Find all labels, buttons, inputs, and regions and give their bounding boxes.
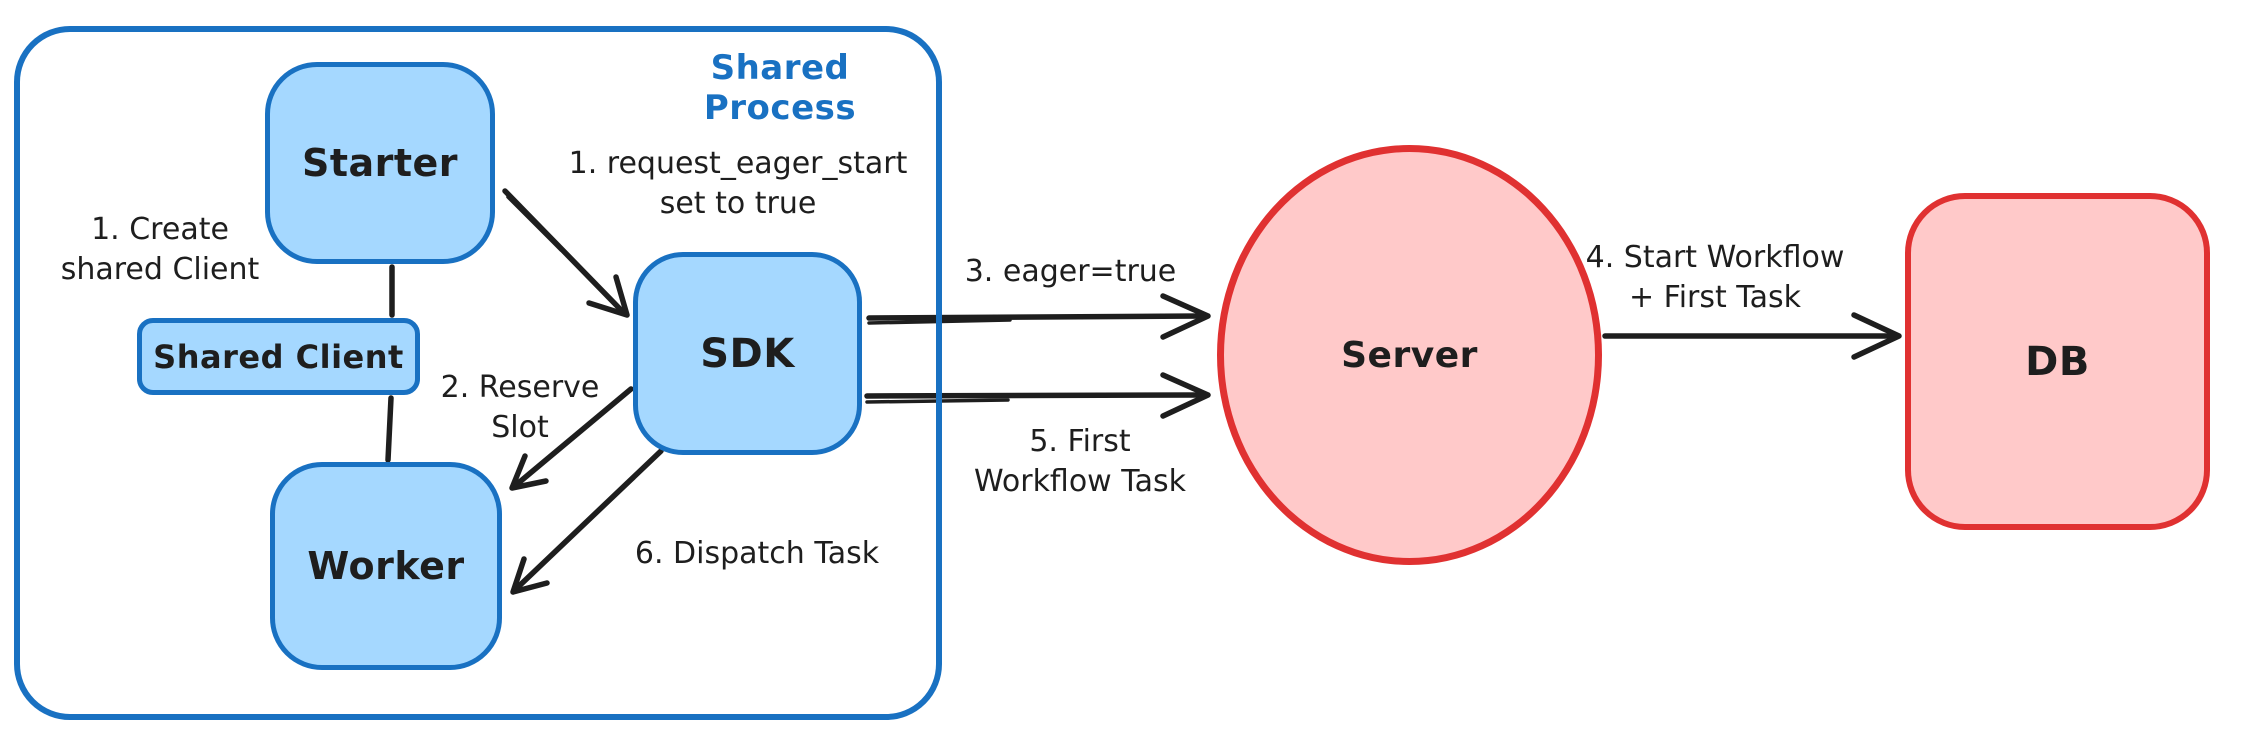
annotation-reserve-slot: 2. Reserve Slot (440, 370, 600, 445)
server-label: Server (1341, 334, 1478, 376)
worker-label: Worker (307, 544, 465, 588)
shared-process-label: Shared Process (703, 48, 857, 128)
db-label: DB (2025, 338, 2090, 385)
node-db: DB (1905, 193, 2210, 530)
node-server: Server (1217, 145, 1602, 565)
node-sdk: SDK (633, 252, 862, 455)
node-worker: Worker (270, 462, 502, 670)
shared-process-container (14, 26, 942, 720)
starter-label: Starter (301, 141, 459, 185)
node-shared-client: Shared Client (137, 318, 420, 395)
annotation-request-eager-start: 1. request_eager_start set to true (568, 146, 908, 221)
arrow-server-to-db (1602, 312, 1902, 360)
sdk-label: SDK (700, 330, 795, 377)
annotation-eager-true: 3. eager=true (964, 254, 1177, 289)
annotation-create-shared-client: 1. Create shared Client (60, 212, 260, 287)
annotation-start-workflow-first-task: 4. Start Workflow + First Task (1585, 240, 1845, 315)
node-starter: Starter (265, 62, 495, 264)
annotation-first-workflow-task: 5. First Workflow Task (973, 424, 1187, 499)
shared-client-label: Shared Client (153, 337, 404, 376)
annotation-dispatch-task: 6. Dispatch Task (634, 536, 880, 571)
